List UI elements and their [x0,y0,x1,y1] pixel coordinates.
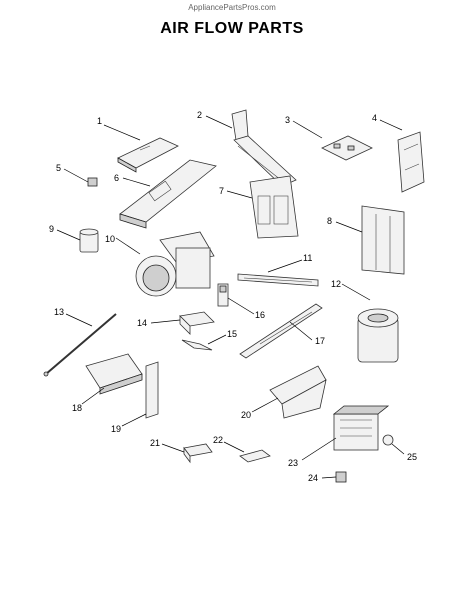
callout-20: 20 [241,410,251,420]
part-8-drawing [361,205,405,275]
leader-line-15 [207,334,227,345]
callout-13: 13 [54,307,64,317]
leader-line-20 [251,397,279,413]
leader-line-18 [81,387,105,405]
callout-19: 19 [111,424,121,434]
part-1-drawing [117,137,179,173]
part-11-drawing [237,273,319,287]
leader-line-24 [321,476,337,479]
leader-line-12 [341,283,371,301]
part-6-drawing [119,159,217,229]
callout-22: 22 [213,435,223,445]
callout-14: 14 [137,318,147,328]
callout-23: 23 [288,458,298,468]
leader-line-6 [122,177,151,187]
part-24-drawing [335,471,347,483]
leader-line-14 [150,319,181,324]
leader-line-8 [335,221,363,233]
part-18-drawing [85,353,143,395]
diagram-title: AIR FLOW PARTS [160,20,304,37]
leader-line-21 [161,443,185,453]
part-5-drawing [87,177,98,187]
callout-2: 2 [197,110,202,120]
leader-line-2 [205,115,233,129]
leader-line-7 [226,190,253,199]
callout-18: 18 [72,403,82,413]
part-21-drawing [183,443,213,464]
leader-line-25 [391,443,405,455]
leader-line-11 [267,259,303,273]
callout-8: 8 [327,216,332,226]
callout-3: 3 [285,115,290,125]
leader-line-22 [223,441,245,453]
part-4-drawing [397,131,425,193]
leader-line-16 [227,297,255,315]
part-20-drawing [269,365,327,419]
part-7-drawing [249,175,299,239]
leader-line-19 [121,413,147,427]
part-3-drawing [321,135,373,161]
callout-4: 4 [372,113,377,123]
leader-line-3 [292,120,323,139]
callout-11: 11 [303,253,312,263]
callout-17: 17 [315,336,325,346]
leader-line-1 [103,124,141,141]
part-14-drawing [179,311,215,335]
part-22-drawing [239,449,271,463]
leader-line-17 [289,321,313,341]
leader-line-23 [301,437,337,461]
part-23-drawing [332,405,390,451]
callout-10: 10 [105,234,115,244]
callout-9: 9 [49,224,54,234]
callout-5: 5 [56,163,61,173]
callout-12: 12 [331,279,341,289]
callout-15: 15 [227,329,237,339]
callout-16: 16 [255,310,265,320]
callout-1: 1 [97,116,102,126]
callout-25: 25 [407,452,417,462]
leader-line-10 [115,237,141,255]
part-25-drawing [382,434,394,446]
leader-line-5 [63,168,89,183]
callout-6: 6 [114,173,119,183]
watermark: AppliancePartsPros.com [188,3,276,12]
callout-21: 21 [150,438,160,448]
leader-line-13 [65,313,93,327]
part-10-drawing [135,231,215,297]
leader-line-4 [379,119,403,131]
callout-24: 24 [308,473,318,483]
part-9-drawing [79,228,99,253]
part-16-drawing [217,283,229,307]
part-12-drawing [357,308,399,363]
callout-7: 7 [219,186,224,196]
part-15-drawing [181,339,213,351]
part-13-drawing [43,313,117,377]
part-19-drawing [145,361,159,419]
leader-line-9 [56,229,81,241]
part-17-drawing [239,303,323,359]
